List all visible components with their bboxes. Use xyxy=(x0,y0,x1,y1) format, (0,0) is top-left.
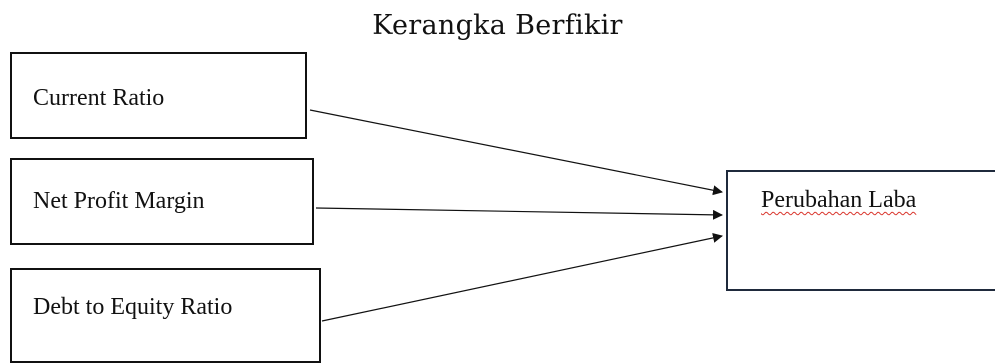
node-net-profit-margin: Net Profit Margin xyxy=(10,158,314,245)
node-label-debt-to-equity-ratio: Debt to Equity Ratio xyxy=(33,294,233,320)
node-label-perubahan-laba: Perubahan Laba xyxy=(761,187,917,213)
node-label-current-ratio: Current Ratio xyxy=(33,85,165,111)
node-current-ratio: Current Ratio xyxy=(10,52,307,139)
diagram-title: Kerangka Berfikir xyxy=(372,10,623,41)
node-perubahan-laba: Perubahan Laba xyxy=(726,170,995,291)
arrow-net-profit-margin-to-perubahan-laba xyxy=(315,207,723,220)
arrow-debt-to-equity-ratio-to-perubahan-laba xyxy=(321,232,723,322)
node-label-net-profit-margin: Net Profit Margin xyxy=(33,188,205,214)
arrow-current-ratio-to-perubahan-laba xyxy=(309,109,723,196)
node-debt-to-equity-ratio: Debt to Equity Ratio xyxy=(10,268,321,363)
